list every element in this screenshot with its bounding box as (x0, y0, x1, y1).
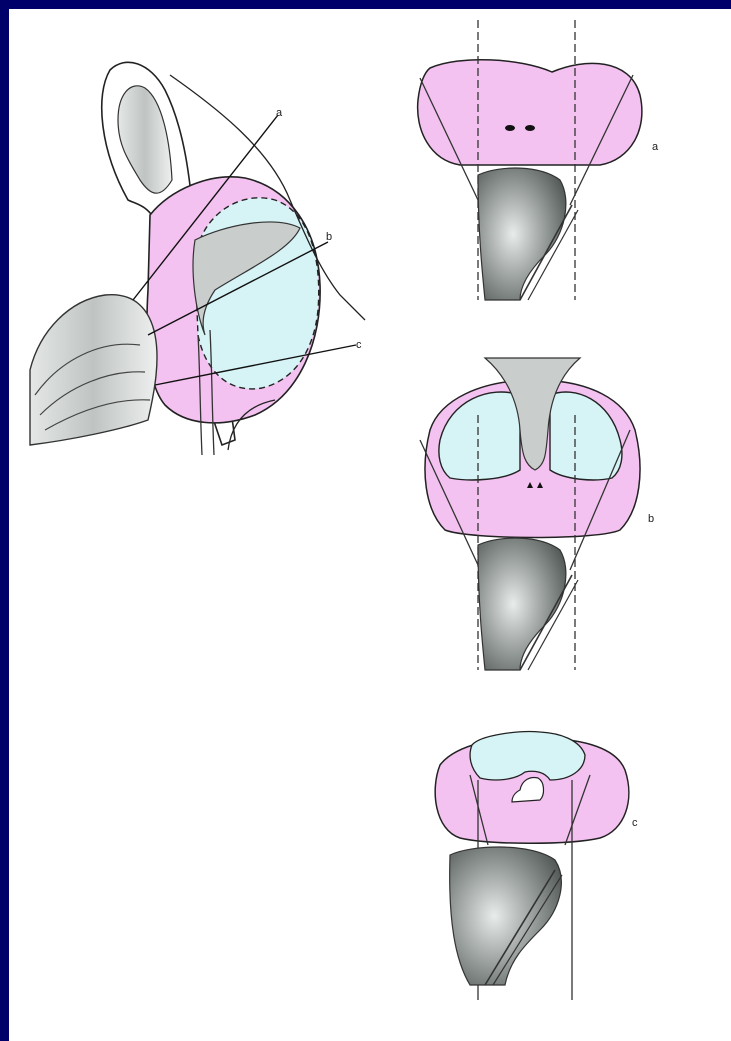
rectum-left (30, 295, 157, 445)
section-label-b: b (326, 231, 332, 243)
sagittal-view: a b c (30, 62, 365, 455)
cross-section-a: a (418, 20, 659, 300)
prostate-section-a (418, 60, 642, 165)
probe-a (478, 168, 566, 300)
section-c-label: c (632, 817, 638, 829)
probe-b (478, 538, 566, 670)
section-b-label: b (648, 513, 654, 525)
section-a-label: a (652, 141, 659, 153)
cross-section-b: b (420, 358, 654, 670)
section-label-c: c (356, 339, 362, 351)
section-label-a: a (276, 107, 283, 119)
cross-section-c: c (435, 732, 638, 1000)
